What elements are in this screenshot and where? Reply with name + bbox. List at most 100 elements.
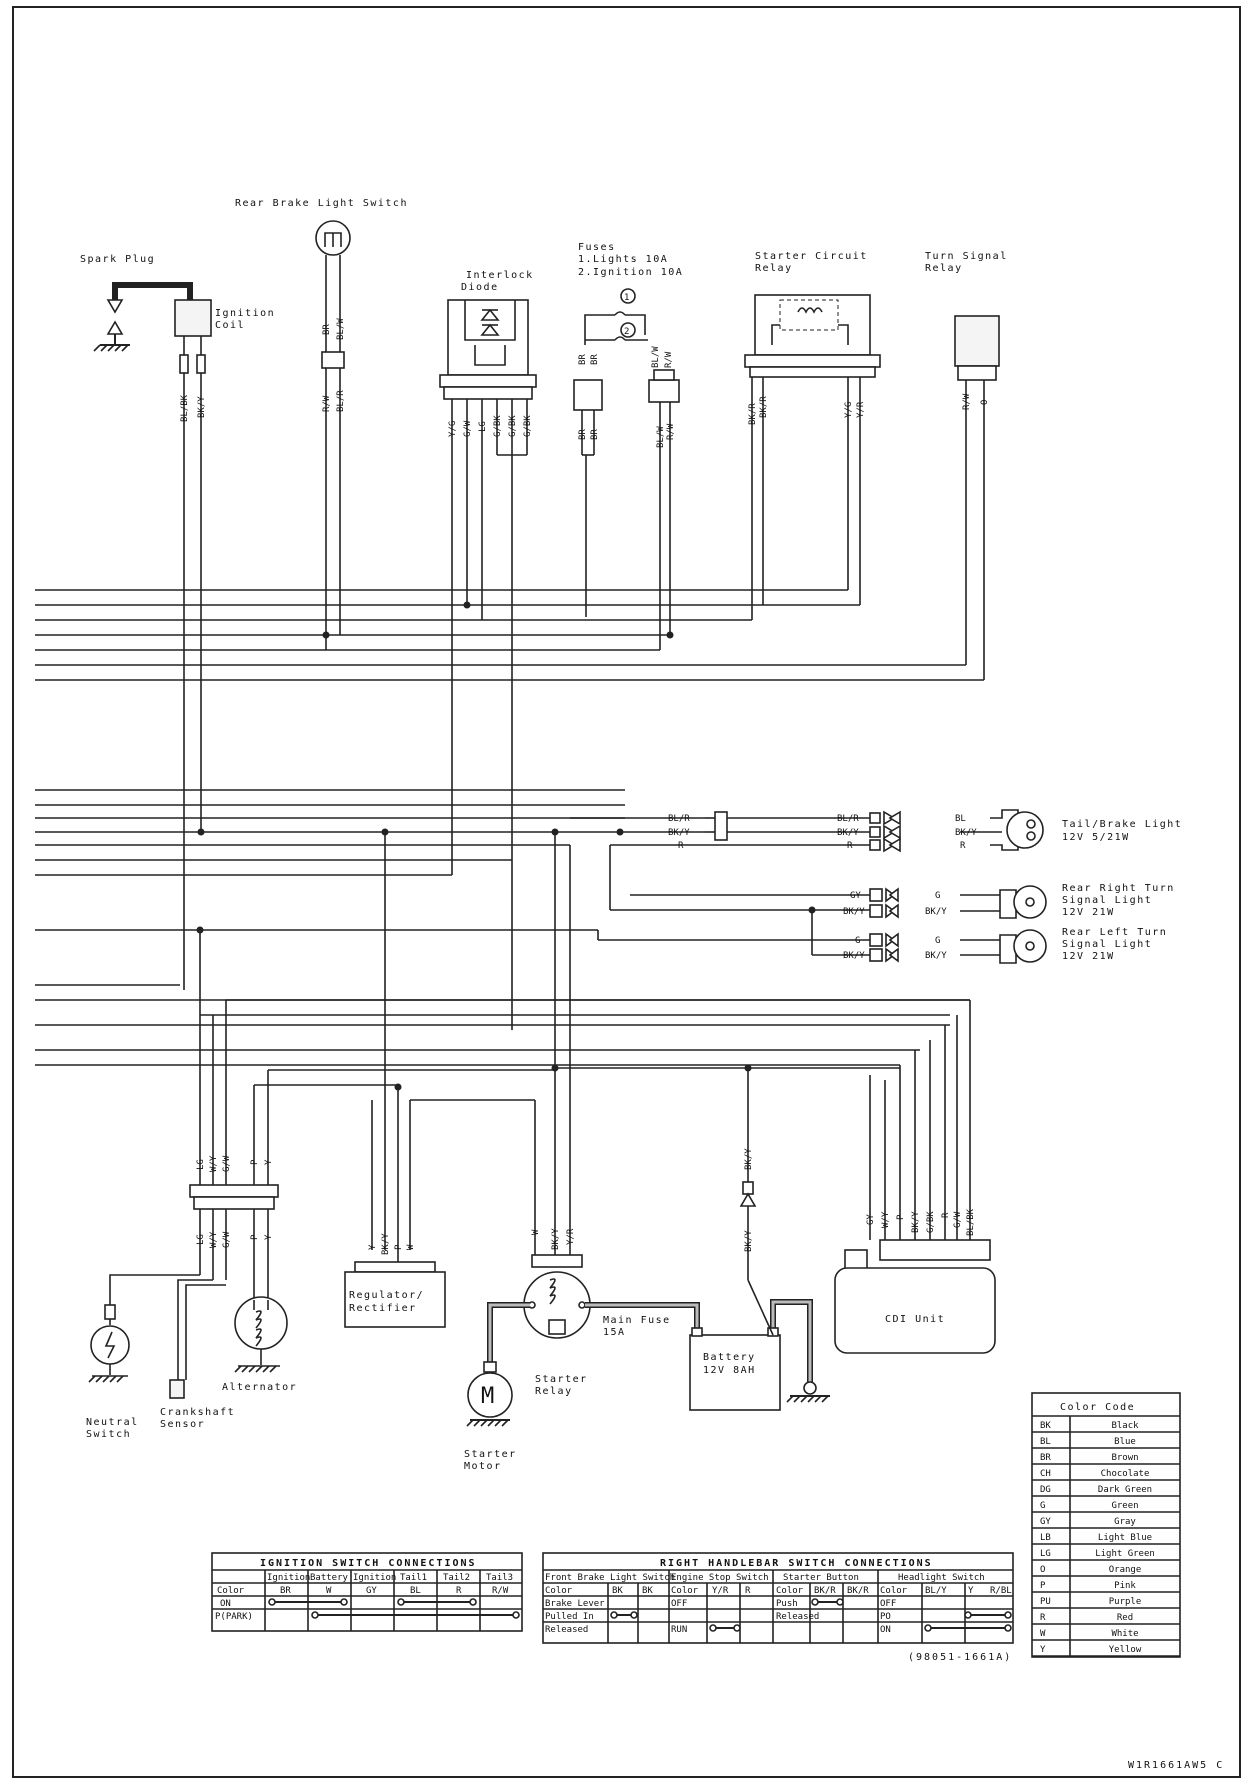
turn-signal-relay-title-1: Turn Signal (925, 251, 1008, 262)
fuse-mark-1: 1 (624, 293, 629, 303)
battery-label-1: Battery (703, 1352, 756, 1363)
color-code-abbrev: PU (1040, 1597, 1051, 1607)
wire-label: BK/Y (955, 828, 977, 838)
handlebar-cell: Color (880, 1586, 908, 1596)
wire-label: W/Y (881, 1211, 891, 1228)
color-code-abbrev: Y (1040, 1645, 1046, 1655)
tail-light-wiring (570, 809, 1044, 853)
diagram-reference: W1R1661AW5 C (1128, 1760, 1224, 1771)
main-fuse-label-1: Main Fuse (603, 1315, 671, 1326)
wire-label: LG (196, 1159, 206, 1170)
wire-label: BK/R (759, 396, 769, 418)
handlebar-table-title: RIGHT HANDLEBAR SWITCH CONNECTIONS (660, 1558, 933, 1569)
neutral-switch-label-2: Switch (86, 1429, 131, 1440)
ignition-color-label: Color (217, 1586, 245, 1596)
ignition-col-header: Battery (310, 1573, 349, 1583)
drawing-number: (98051-1661A) (908, 1652, 1012, 1663)
color-code-abbrev: LB (1040, 1533, 1051, 1543)
wire-label: P (250, 1234, 260, 1240)
starter-motor: M (466, 1361, 513, 1427)
neutral-switch-label-1: Neutral (86, 1417, 139, 1428)
interlock-diode-title-1: Interlock (466, 270, 534, 281)
crankshaft-label-1: Crankshaft (160, 1407, 235, 1418)
handlebar-group: Engine Stop Switch (671, 1573, 769, 1583)
handlebar-cell: R (745, 1586, 751, 1596)
handlebar-cell: OFF (671, 1599, 687, 1609)
color-code-title: Color Code (1060, 1402, 1135, 1413)
wire-label: G/BK (508, 415, 518, 437)
starter-circuit-relay-title-1: Starter Circuit (755, 251, 868, 262)
fuses-title-3: 2.Ignition 10A (578, 267, 683, 278)
ignition-col-header: Tail2 (443, 1573, 470, 1583)
handlebar-cell: BK/R (814, 1586, 836, 1596)
color-code-abbrev: GY (1040, 1517, 1051, 1527)
handlebar-cell: Released (545, 1625, 588, 1635)
fuse-box: 1 2 (573, 288, 680, 411)
wire-label: BR (590, 354, 600, 365)
ignition-col-header: Tail3 (486, 1573, 513, 1583)
color-code-name: Yellow (1109, 1645, 1142, 1655)
ignition-color: W (326, 1586, 332, 1596)
wire-label: G/W (222, 1155, 232, 1172)
wire-label: BL/R (668, 814, 690, 824)
wire-label: BR (578, 354, 588, 365)
handlebar-cell: BL/Y (925, 1586, 947, 1596)
starter-circuit-relay-title-2: Relay (755, 263, 793, 274)
lower-wiring (199, 832, 971, 1250)
main-fuse-cables (487, 1299, 830, 1403)
alternator-label: Alternator (222, 1382, 297, 1393)
handlebar-cell: Released (776, 1612, 819, 1622)
wire-labels: BL/BK BK/Y BR BL/W R/W BL/R Y/G G/W LG G… (180, 318, 990, 1255)
interlock-diode-title-2: Diode (461, 282, 499, 293)
wire-label: BK/Y (843, 907, 865, 917)
battery (689, 1175, 781, 1411)
ignition-row-on: ON (220, 1599, 231, 1609)
wire-label: BK/Y (551, 1228, 561, 1250)
wire-label: BL (955, 814, 966, 824)
handlebar-cell: OFF (880, 1599, 896, 1609)
starter-relay-label-2: Relay (535, 1386, 573, 1397)
ignition-color: BL (410, 1586, 421, 1596)
rear-brake-switch-title: Rear Brake Light Switch (235, 198, 408, 209)
handlebar-cell: Color (776, 1586, 804, 1596)
starter-relay (523, 1250, 591, 1339)
wire-label: BL/W (651, 346, 661, 368)
regulator-rectifier (344, 1250, 446, 1328)
handlebar-switch-table: RIGHT HANDLEBAR SWITCH CONNECTIONS Front… (542, 1552, 1014, 1644)
wire-label: P (896, 1214, 906, 1220)
rl-turn-label-3: 12V 21W (1062, 951, 1115, 962)
color-code-name: Orange (1109, 1565, 1142, 1575)
ignition-color: R (456, 1586, 462, 1596)
ignition-switch-table: IGNITION SWITCH CONNECTIONS Ignition Bat… (211, 1552, 523, 1632)
spark-plug (93, 282, 193, 352)
rear-brake-light-switch (315, 220, 351, 369)
starter-relay-label-1: Starter (535, 1374, 588, 1385)
ignition-coil-title-1: Ignition (215, 308, 275, 319)
color-code-name: Light Blue (1098, 1533, 1152, 1543)
wire-label: Y (264, 1159, 274, 1165)
ignition-col-header: Ignition (267, 1573, 310, 1583)
turn-signal-relay (954, 315, 1000, 400)
color-code-abbrev: BR (1040, 1453, 1051, 1463)
turn-signal-relay-title-2: Relay (925, 263, 963, 274)
ignition-col-header: Ignition (353, 1573, 396, 1583)
wire-label: BK/Y (837, 828, 859, 838)
wire-label: BK/Y (744, 1230, 754, 1252)
interlock-diode (439, 299, 537, 400)
handlebar-cell: RUN (671, 1625, 687, 1635)
color-code-name: Chocolate (1101, 1469, 1150, 1479)
ignition-coil (174, 299, 212, 374)
tail-light-label-1: Tail/Brake Light (1062, 819, 1182, 830)
color-code-abbrev: DG (1040, 1485, 1051, 1495)
wire-label: BK/Y (911, 1211, 921, 1233)
wire-label: Y/G (844, 402, 854, 418)
handlebar-group: Headlight Switch (898, 1573, 985, 1583)
color-code-abbrev: W (1040, 1629, 1046, 1639)
main-fuse-label-2: 15A (603, 1327, 626, 1338)
starter-motor-label-2: Motor (464, 1461, 502, 1472)
wire-label: Y (368, 1244, 378, 1250)
rl-turn-label-1: Rear Left Turn (1062, 927, 1167, 938)
rr-turn-label-2: Signal Light (1062, 895, 1152, 906)
